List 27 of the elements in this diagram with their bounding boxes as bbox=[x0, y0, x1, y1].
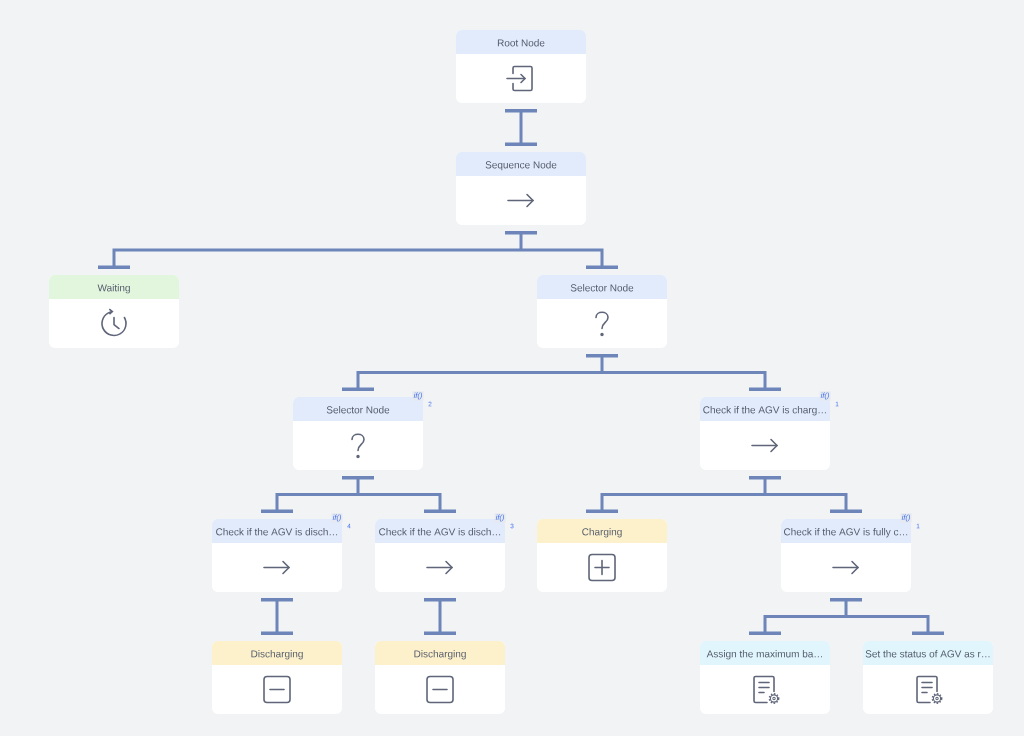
connector bbox=[261, 598, 293, 635]
connector bbox=[846, 615, 944, 635]
tree-node-card: Root Node bbox=[456, 30, 586, 103]
connector bbox=[505, 231, 537, 250]
tree-node-card: Selector Node bbox=[537, 275, 667, 348]
connector bbox=[830, 598, 862, 617]
connector bbox=[749, 615, 846, 635]
tree-node-card: Charging bbox=[537, 519, 667, 592]
tree-node-card: Assign the maximum ba… bbox=[700, 641, 830, 714]
connector bbox=[342, 476, 374, 495]
connector bbox=[765, 493, 862, 513]
tree-node-card: Waiting bbox=[49, 275, 179, 348]
tree-node-card: Discharging bbox=[375, 641, 505, 714]
connector bbox=[261, 493, 358, 513]
tree-node-card: Discharging bbox=[212, 641, 342, 714]
connector bbox=[98, 248, 521, 269]
connector bbox=[586, 493, 765, 513]
connector bbox=[586, 354, 618, 373]
connector bbox=[424, 598, 456, 635]
connector bbox=[602, 371, 781, 391]
connector bbox=[505, 109, 537, 146]
connector bbox=[358, 493, 456, 513]
connector bbox=[342, 371, 602, 391]
connector bbox=[521, 248, 618, 269]
connector bbox=[749, 476, 781, 495]
tree-node-card: Set the status of AGV as r… bbox=[863, 641, 993, 714]
tree-node-card: Sequence Node bbox=[456, 152, 586, 225]
